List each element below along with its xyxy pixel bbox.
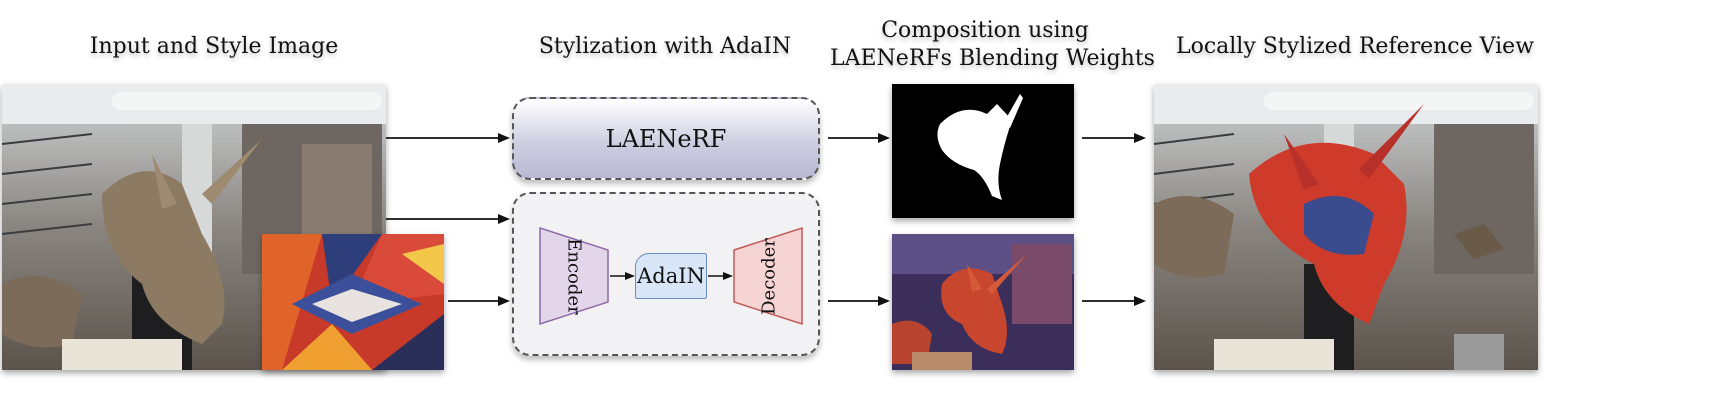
arrow-input-to-laenerf (386, 133, 510, 143)
arrow-mask-to-output (1082, 133, 1146, 143)
heading-input-and-style: Input and Style Image (89, 34, 339, 59)
heading-output: Locally Stylized Reference View (1175, 34, 1535, 59)
heading-composition-line2: LAENeRFs Blending Weights (830, 46, 1155, 71)
arrow-stylized-to-output (1082, 296, 1146, 306)
adain-stylization-block: Encoder AdaIN Decoder (512, 192, 820, 356)
blending-weight-mask (892, 84, 1074, 218)
laenerf-label: LAENeRF (605, 124, 727, 153)
arrow-encoder-to-adain (610, 272, 635, 280)
decoder-trapezoid (733, 226, 803, 326)
style-image (262, 234, 444, 370)
heading-stylization: Stylization with AdaIN (538, 34, 792, 59)
heading-composition-line1: Composition using (881, 18, 1089, 43)
adain-label: AdaIN (637, 264, 705, 288)
decoder-label: Decoder (758, 238, 780, 315)
arrow-style-to-stylization (448, 296, 510, 306)
encoder-label: Encoder (563, 238, 585, 315)
arrow-input-to-stylization (386, 214, 510, 224)
encoder-trapezoid (539, 226, 609, 326)
output-image (1154, 84, 1538, 370)
arrow-stylization-to-stylized (828, 296, 890, 306)
stylized-image (892, 234, 1074, 370)
laenerf-block: LAENeRF (512, 97, 820, 180)
arrow-laenerf-to-mask (828, 133, 890, 143)
arrow-adain-to-decoder (708, 272, 733, 280)
adain-module: AdaIN (635, 253, 707, 299)
